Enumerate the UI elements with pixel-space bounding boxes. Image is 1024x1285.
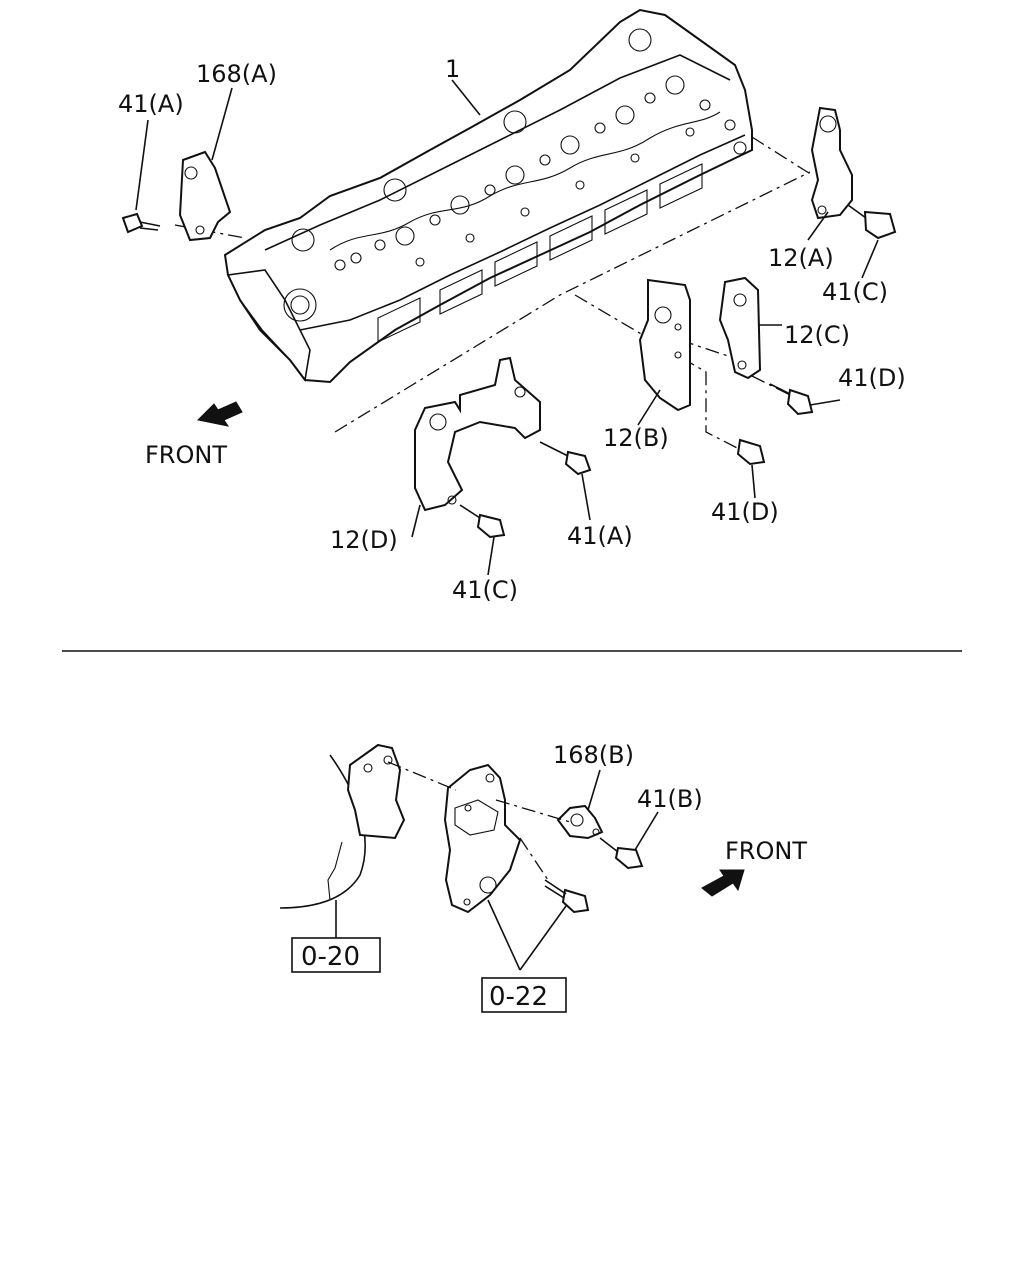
- cylinder-head[interactable]: [223, 8, 753, 384]
- align-line-base: [334, 171, 811, 433]
- callout-41d-right: 41(D): [838, 364, 906, 392]
- leader-lines-top: [135, 79, 879, 576]
- callout-41a-mid: 41(A): [567, 522, 633, 550]
- bracket-168a[interactable]: [178, 150, 232, 242]
- align-line-12a: [751, 136, 813, 176]
- callout-41c-right: 41(C): [822, 278, 888, 306]
- engine-mount-bracket[interactable]: [443, 763, 522, 914]
- bracket-12d[interactable]: [414, 356, 541, 512]
- ref-label-0-20: 0-20: [301, 942, 360, 972]
- bolt-41d-right[interactable]: [769, 383, 814, 416]
- bolt-41a-mid[interactable]: [539, 441, 592, 476]
- ref-label-0-22: 0-22: [489, 982, 548, 1012]
- callout-12b: 12(B): [603, 424, 669, 452]
- callout-41a-top: 41(A): [118, 90, 184, 118]
- align-line-41d-right: [751, 375, 791, 396]
- callout-41d-mid: 41(D): [711, 498, 779, 526]
- bracket-12b[interactable]: [638, 278, 691, 412]
- bracket-12c[interactable]: [718, 276, 762, 380]
- leader-lines-bottom: [335, 769, 659, 971]
- bolt-41c-right[interactable]: [847, 204, 897, 240]
- callout-168a: 168(A): [196, 60, 277, 88]
- align-line-41d: [681, 357, 746, 453]
- callout-12d: 12(D): [330, 526, 398, 554]
- callout-12a: 12(A): [768, 244, 834, 272]
- front-label-bottom: FRONT: [725, 837, 807, 865]
- front-arrow-icon: [196, 401, 243, 427]
- flywheel-housing[interactable]: [279, 743, 406, 909]
- callout-168b: 168(B): [553, 741, 634, 769]
- align-line-housing: [387, 761, 457, 791]
- ref-box-0-20[interactable]: 0-20: [291, 937, 381, 973]
- front-arrow-icon: [701, 869, 745, 897]
- bolt-41d-mid[interactable]: [736, 438, 766, 466]
- ref-box-0-22[interactable]: 0-22: [481, 977, 567, 1013]
- bolt-41a-top[interactable]: [121, 212, 161, 234]
- bolt-41c-bottom[interactable]: [459, 504, 506, 539]
- align-line-168b: [495, 799, 571, 823]
- bracket-12a[interactable]: [810, 106, 853, 220]
- mount-bolt[interactable]: [544, 879, 590, 914]
- align-line-mount-bolt: [519, 837, 549, 881]
- callout-12c: 12(C): [784, 321, 850, 349]
- bracket-168b[interactable]: [556, 804, 604, 840]
- front-label-top: FRONT: [145, 441, 227, 469]
- bolt-41b[interactable]: [599, 837, 644, 870]
- callout-1: 1: [445, 55, 460, 83]
- callout-41b: 41(B): [637, 785, 703, 813]
- callout-41c-bottom: 41(C): [452, 576, 518, 604]
